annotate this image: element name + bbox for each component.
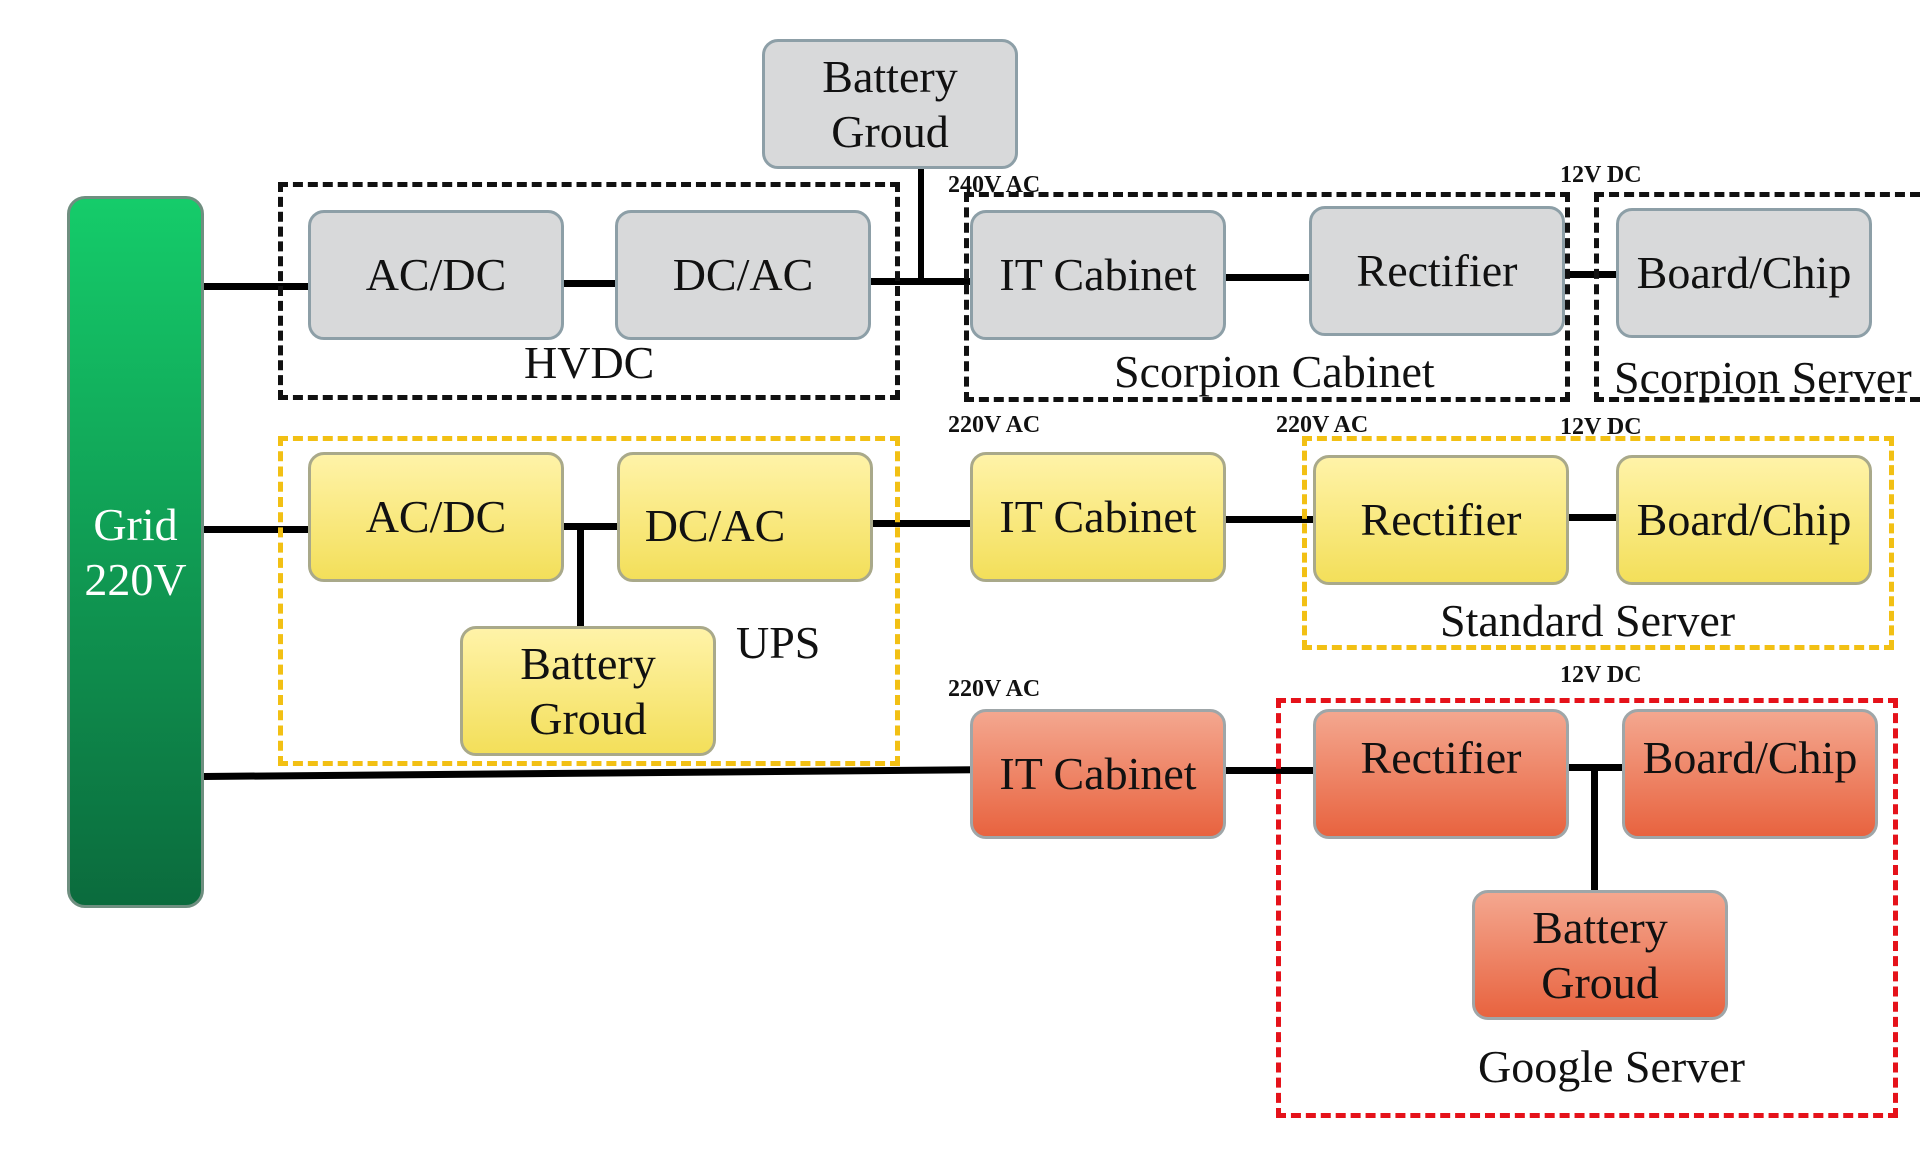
google-server-label: Google Server <box>1478 1041 1745 1092</box>
voltage-label-standard-220v-ac: 220V AC <box>1276 412 1369 438</box>
voltage-label-240v-ac: 240V AC <box>948 172 1041 198</box>
google-battery-box: Battery Groud <box>1472 890 1728 1020</box>
wire-grid-to-google-it-cabinet <box>203 766 975 780</box>
hvdc-group <box>278 182 900 400</box>
voltage-label-ups-220v-ac: 220V AC <box>948 412 1041 438</box>
ups-group <box>278 436 900 766</box>
hvdc-acdc-box: AC/DC <box>308 210 564 340</box>
standard-rectifier-box: Rectifier <box>1313 455 1569 585</box>
wire-standard-it-to-rectifier <box>1222 516 1316 523</box>
voltage-label-google-220v-ac: 220V AC <box>948 676 1041 702</box>
grid-220v-source: Grid 220V <box>67 196 204 908</box>
scorpion-server-label: Scorpion Server <box>1614 352 1912 403</box>
ups-dcac-box: DC/AC <box>617 452 873 582</box>
scorpion-cabinet-group <box>964 192 1570 402</box>
scorpion-cabinet-label: Scorpion Cabinet <box>1114 346 1435 397</box>
scorpion-it-cabinet-box: IT Cabinet <box>970 210 1226 340</box>
ups-acdc-box: AC/DC <box>308 452 564 582</box>
wire-ups-battery-drop <box>577 523 584 629</box>
scorpion-rectifier-box: Rectifier <box>1309 206 1565 336</box>
ups-battery-box: Battery Groud <box>460 626 716 756</box>
google-board-chip-box: Board/Chip <box>1622 709 1878 839</box>
hvdc-dcac-box: DC/AC <box>615 210 871 340</box>
voltage-label-google-12v-dc: 12V DC <box>1560 662 1642 688</box>
google-it-cabinet-box: IT Cabinet <box>970 709 1226 839</box>
standard-server-group <box>1302 436 1894 650</box>
google-rectifier-box: Rectifier <box>1313 709 1569 839</box>
wire-google-it-to-rectifier <box>1222 767 1316 774</box>
standard-board-chip-box: Board/Chip <box>1616 455 1872 585</box>
voltage-label-standard-12v-dc: 12V DC <box>1560 414 1642 440</box>
voltage-label-scorpion-12v-dc: 12V DC <box>1560 162 1642 188</box>
scorpion-board-chip-box: Board/Chip <box>1616 208 1872 338</box>
wire-scorpion-rectifier-to-board <box>1564 271 1618 278</box>
wire-grid-to-hvdc-acdc <box>204 283 310 290</box>
hvdc-group-label: HVDC <box>524 337 655 388</box>
scorpion-server-group <box>1594 192 1920 402</box>
wire-ups-acdc-to-dcac <box>562 523 618 530</box>
standard-it-cabinet-box: IT Cabinet <box>970 452 1226 582</box>
wire-battery-top-drop <box>918 166 924 284</box>
wire-hvdc-acdc-to-dcac <box>562 280 618 287</box>
wire-standard-rectifier-to-board <box>1566 514 1620 521</box>
standard-server-label: Standard Server <box>1440 595 1736 646</box>
google-server-group <box>1276 698 1898 1118</box>
wire-ups-dcac-to-it-cabinet <box>870 520 972 527</box>
wire-google-battery-drop <box>1591 764 1598 894</box>
wire-scorpion-it-to-rectifier <box>1222 274 1312 281</box>
ups-group-label: UPS <box>736 617 821 668</box>
hvdc-battery-box: Battery Groud <box>762 39 1018 169</box>
wire-grid-to-ups-acdc <box>204 526 310 533</box>
